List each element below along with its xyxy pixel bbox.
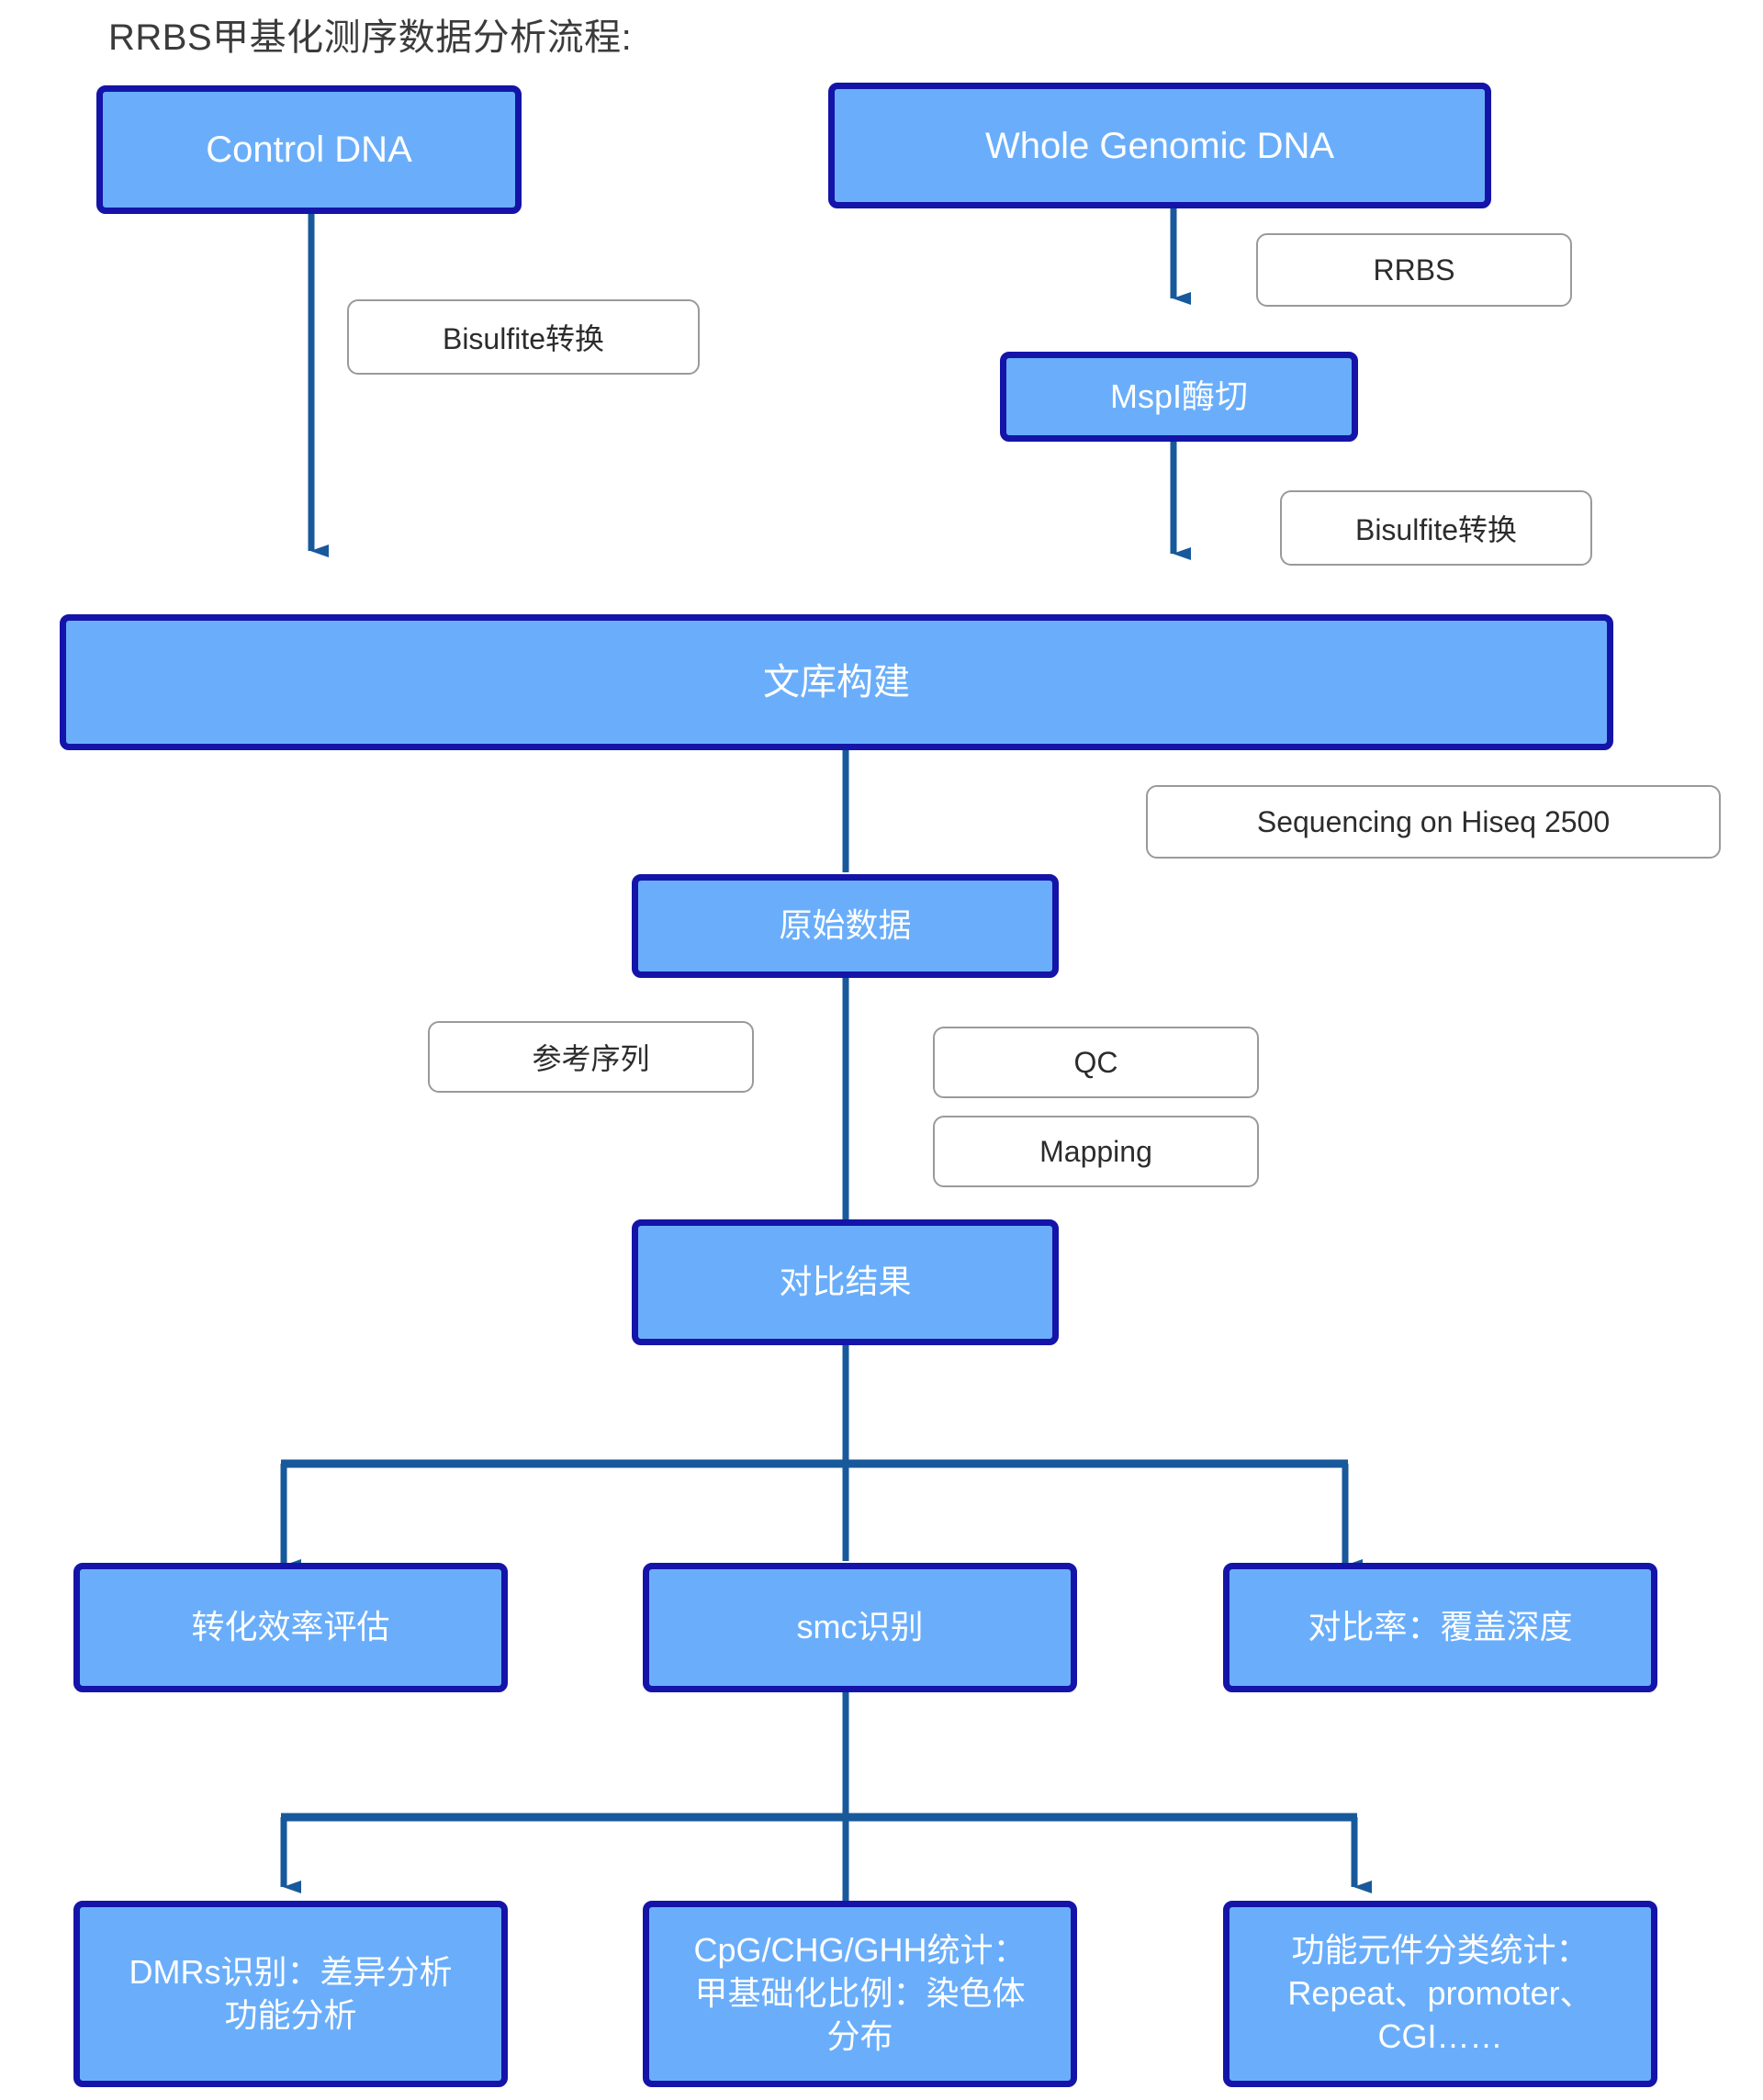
label-rrbs[interactable]: RRBS <box>1256 233 1572 307</box>
node-alignment-result[interactable]: 对比结果 <box>632 1219 1059 1345</box>
node-dmrs-identification[interactable]: DMRs识别：差异分析 功能分析 <box>73 1901 508 2087</box>
node-functional-elements[interactable]: 功能元件分类统计： Repeat、promoter、 CGI…… <box>1223 1901 1657 2087</box>
node-conversion-efficiency[interactable]: 转化效率评估 <box>73 1563 508 1692</box>
edge-smc-branch <box>280 1692 1372 1903</box>
node-smc-identification[interactable]: smc识别 <box>643 1563 1077 1692</box>
node-mspi-digest[interactable]: MspI酶切 <box>1000 352 1358 442</box>
edge-alignment-branch <box>280 1345 1363 1572</box>
label-bisulfite-conversion-right[interactable]: Bisulfite转换 <box>1280 490 1592 566</box>
label-qc[interactable]: QC <box>933 1027 1259 1098</box>
page-title: RRBS甲基化测序数据分析流程: <box>108 17 633 58</box>
node-library-construction[interactable]: 文库构建 <box>60 614 1613 750</box>
node-raw-data[interactable]: 原始数据 <box>632 874 1059 978</box>
label-sequencing-hiseq[interactable]: Sequencing on Hiseq 2500 <box>1146 785 1721 859</box>
node-whole-genomic-dna[interactable]: Whole Genomic DNA <box>828 83 1491 208</box>
label-mapping[interactable]: Mapping <box>933 1116 1259 1187</box>
node-cpg-statistics[interactable]: CpG/CHG/GHH统计： 甲基础化比例：染色体 分布 <box>643 1901 1077 2087</box>
label-reference-sequence[interactable]: 参考序列 <box>428 1021 754 1093</box>
node-control-dna[interactable]: Control DNA <box>96 85 522 214</box>
node-mapping-rate-depth[interactable]: 对比率：覆盖深度 <box>1223 1563 1657 1692</box>
label-bisulfite-conversion-left[interactable]: Bisulfite转换 <box>347 299 700 375</box>
